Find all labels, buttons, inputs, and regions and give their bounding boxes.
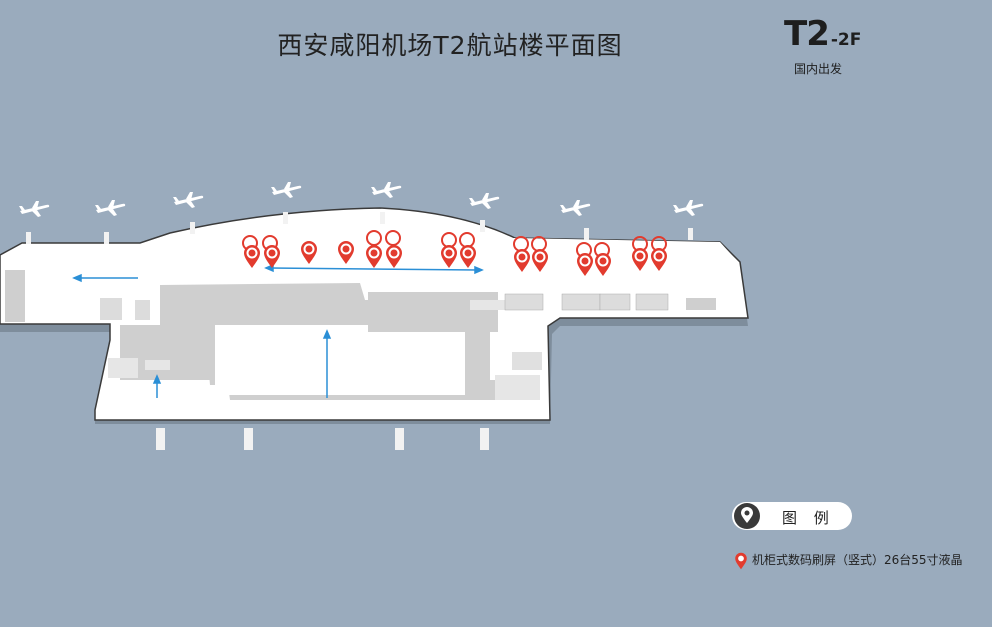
airplane-icon <box>95 200 126 216</box>
airplane-icon <box>673 200 704 216</box>
legend-pin-badge <box>734 503 760 529</box>
walkway-arrow <box>322 329 332 398</box>
map-pin-icon <box>741 507 753 523</box>
legend-item-label: 机柜式数码刷屏（竖式）26台55寸液晶 <box>752 553 963 567</box>
airplane-icon <box>271 182 302 198</box>
airplane-icon <box>371 182 402 198</box>
airplane-icon <box>560 200 591 216</box>
walkway-arrow <box>152 374 162 398</box>
legend-title: 图 例 <box>782 509 835 527</box>
floor-indicator: T2-2F 国内出发 <box>784 14 862 76</box>
airplane-icon <box>173 192 204 208</box>
map-title: 西安咸阳机场T2航站楼平面图 <box>277 31 623 60</box>
map-pin-icon <box>735 552 747 570</box>
terminal-floor-map <box>0 182 749 450</box>
airplane-icon <box>469 193 500 209</box>
airplane-icon <box>19 201 50 217</box>
walkway-arrow <box>264 263 484 275</box>
legend-header: 图 例 <box>732 502 852 530</box>
legend-item: 机柜式数码刷屏（竖式）26台55寸液晶 <box>732 552 963 592</box>
floor-level-label: -2F <box>830 30 862 50</box>
walkway-arrow <box>72 273 138 283</box>
terminal-label: T2 <box>784 14 830 54</box>
floor-subtitle: 国内出发 <box>794 62 843 76</box>
